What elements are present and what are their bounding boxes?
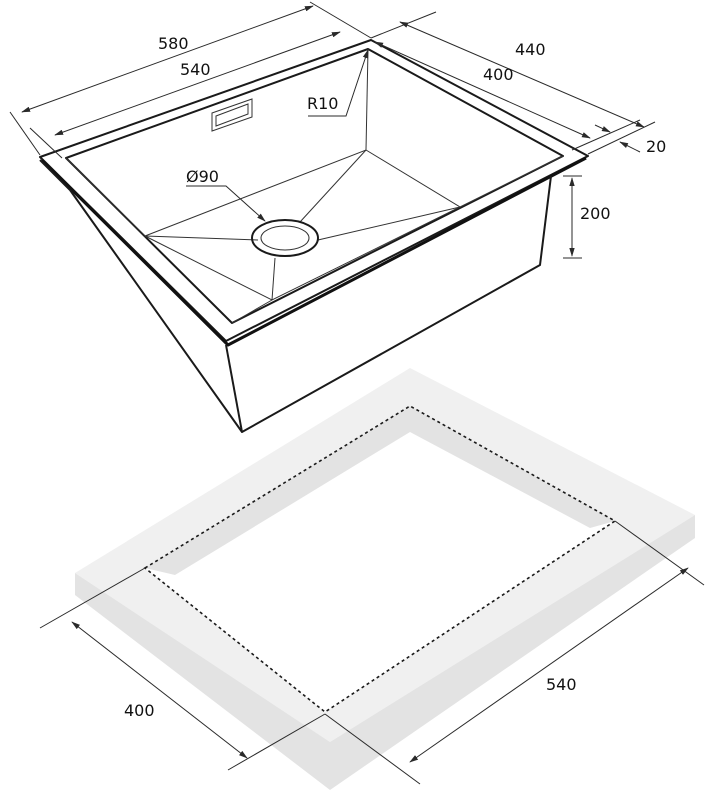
- dim-outer-width-label: 580: [158, 34, 189, 53]
- dim-inner-depth-label: 400: [483, 65, 514, 84]
- sink-rim-front-edge: [40, 156, 587, 347]
- dim-drain-label: Ø90: [186, 167, 219, 186]
- countertop: [75, 368, 695, 790]
- dim-inner-width-label: 540: [180, 60, 211, 79]
- dim-cutout-depth-label: 400: [124, 701, 155, 720]
- dim-rim-label: 20: [646, 137, 666, 156]
- dim-corner-radius: R10: [307, 49, 369, 117]
- dim-cutout-width: 540: [324, 520, 705, 785]
- dim-rim: 20: [571, 119, 666, 156]
- sink-rim-inner: [65, 48, 564, 324]
- dim-corner-radius-label: R10: [307, 94, 338, 113]
- cutout-hole: [145, 406, 615, 712]
- drain-inner: [260, 225, 310, 251]
- dim-outer-depth-label: 440: [515, 40, 546, 59]
- dim-cutout-width-label: 540: [546, 675, 577, 694]
- dim-height-label: 200: [580, 204, 611, 223]
- sink-outer-wall: [69, 175, 552, 433]
- dim-drain: Ø90: [186, 167, 266, 222]
- sink-rim-outer: [39, 39, 589, 342]
- drain-outer: [251, 219, 319, 257]
- dim-inner-width: 540: [29, 31, 341, 159]
- dim-inner-depth: 400: [374, 41, 591, 139]
- dim-height: 200: [563, 175, 611, 259]
- dim-cutout-depth: 400: [39, 567, 326, 771]
